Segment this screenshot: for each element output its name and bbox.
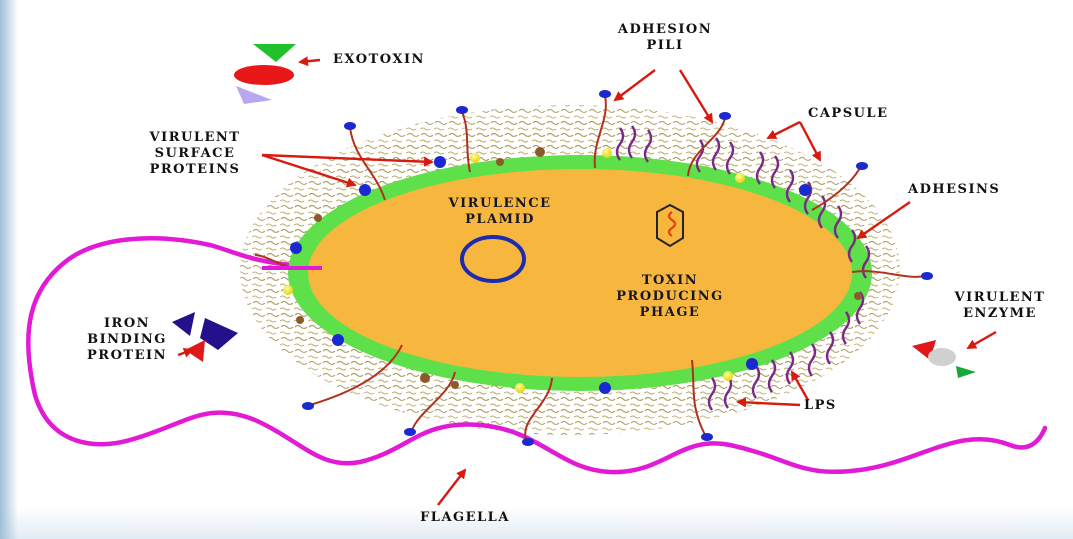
label-adhesins: ADHESINS: [908, 182, 1000, 198]
label-ve-line1: VIRULENT: [930, 290, 1070, 306]
label-lps: LPS: [804, 398, 837, 414]
label-adhesion-pili-line2: PILI: [610, 38, 720, 54]
label-vsp-line2: SURFACE: [120, 146, 270, 162]
label-tpp-line1: TOXIN: [600, 273, 740, 289]
label-tpp-line2: PRODUCING: [600, 289, 740, 305]
label-virulence-plasmid: VIRULENCE PLAMID: [430, 196, 570, 228]
label-vp-line1: VIRULENCE: [430, 196, 570, 212]
label-adhesion-pili: ADHESION PILI: [610, 22, 720, 54]
label-vp-line2: PLAMID: [430, 212, 570, 228]
label-ve-line2: ENZYME: [930, 306, 1070, 322]
label-ibp-line3: PROTEIN: [72, 348, 182, 364]
label-virulent-surface-proteins: VIRULENT SURFACE PROTEINS: [120, 130, 270, 178]
label-toxin-producing-phage: TOXIN PRODUCING PHAGE: [600, 273, 740, 321]
label-capsule: CAPSULE: [808, 106, 888, 122]
label-iron-binding-protein: IRON BINDING PROTEIN: [72, 316, 182, 364]
phage-icon: [657, 205, 683, 246]
exotoxin-icon: [234, 44, 296, 104]
label-virulent-enzyme: VIRULENT ENZYME: [930, 290, 1070, 322]
label-exotoxin: EXOTOXIN: [333, 52, 425, 68]
label-adhesion-pili-line1: ADHESION: [610, 22, 720, 38]
cytoplasm: [308, 169, 852, 377]
label-ibp-line2: BINDING: [72, 332, 182, 348]
label-flagella: FLAGELLA: [400, 510, 530, 526]
label-ibp-line1: IRON: [72, 316, 182, 332]
label-vsp-line1: VIRULENT: [120, 130, 270, 146]
label-vsp-line3: PROTEINS: [120, 162, 270, 178]
label-tpp-line3: PHAGE: [600, 305, 740, 321]
virulent-enzyme-icon: [912, 340, 976, 378]
